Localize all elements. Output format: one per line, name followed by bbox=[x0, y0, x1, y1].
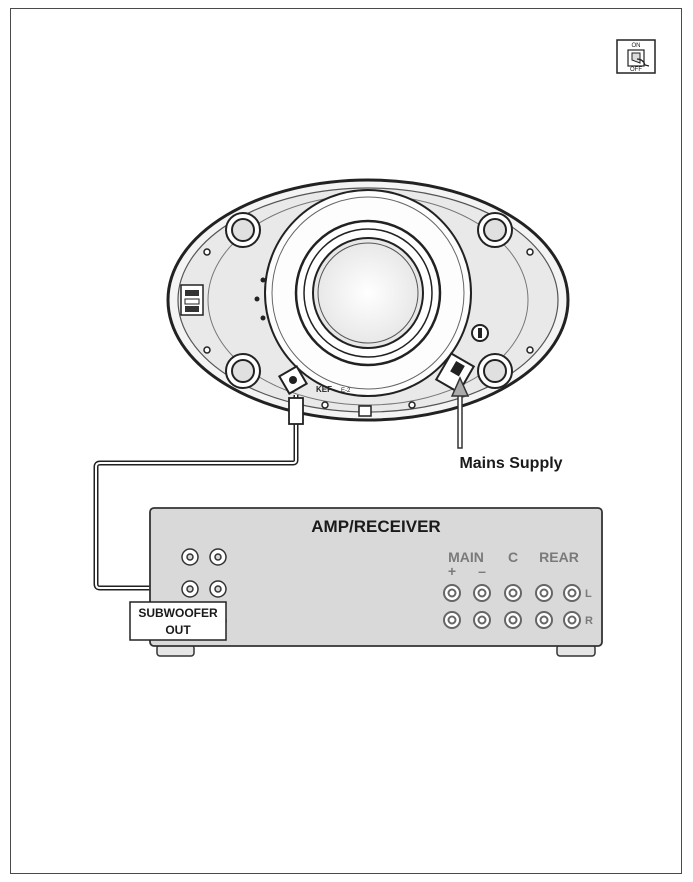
mains-supply-label: Mains Supply bbox=[459, 455, 562, 472]
group-rear-label: REAR bbox=[539, 549, 579, 565]
line-in-socket bbox=[277, 364, 309, 396]
subwoofer-unit: KEF E-2 bbox=[166, 178, 570, 422]
switch-on-label: ON bbox=[632, 43, 641, 49]
brand-label: KEF bbox=[316, 385, 332, 394]
power-switch-icon: ON OFF bbox=[616, 39, 656, 74]
subwoofer-out-line1: SUBWOOFER bbox=[138, 606, 218, 620]
mains-arrow bbox=[450, 376, 470, 449]
model-label: E-2 bbox=[341, 388, 351, 394]
group-main-label: MAIN bbox=[448, 549, 484, 565]
polarity-plus-label: + bbox=[448, 563, 456, 579]
amp-panel bbox=[149, 507, 603, 647]
mains-socket bbox=[434, 352, 476, 394]
polarity-minus-label: – bbox=[478, 563, 486, 579]
channel-left-label: L bbox=[585, 588, 592, 600]
switch-off-label: OFF bbox=[630, 67, 642, 73]
speaker-feet bbox=[225, 212, 513, 389]
amp-title: AMP/RECEIVER bbox=[311, 517, 440, 536]
bottom-slot bbox=[358, 405, 372, 417]
channel-right-label: R bbox=[585, 615, 593, 627]
page-frame bbox=[10, 8, 682, 874]
subwoofer-out-box: SUBWOOFER OUT bbox=[129, 601, 227, 641]
speaker-jacks bbox=[443, 584, 581, 629]
group-center-label: C bbox=[508, 549, 518, 565]
led-dots bbox=[254, 277, 266, 321]
subwoofer-out-line2: OUT bbox=[165, 623, 191, 637]
amp-receiver: AMP/RECEIVER MAIN C REAR + – L bbox=[129, 507, 603, 657]
mode-switch bbox=[180, 284, 204, 316]
left-jacks bbox=[181, 548, 227, 630]
power-knob bbox=[471, 324, 489, 342]
